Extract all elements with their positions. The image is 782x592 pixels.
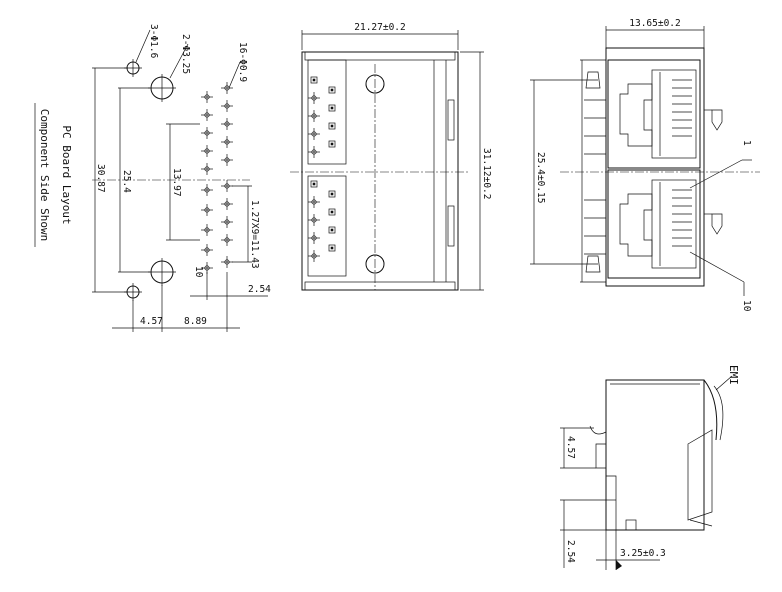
top-view: 21.27±0.2 31.12±0.2 [290, 22, 492, 291]
pin-column-left [200, 90, 214, 275]
pin-1-label: 1 [741, 140, 752, 146]
dim-top-height: 31.12±0.2 [481, 148, 492, 199]
pin-10-label: 10 [741, 300, 752, 312]
hole-label-small: 16-Φ0.9 [237, 42, 248, 82]
side-view: EMI 4.57 2.54 3.25±0.3 [560, 365, 740, 570]
pin-column-right [220, 81, 234, 269]
pcb-layout-view: PC Board Layout Component Side Shown 3-Φ… [34, 24, 271, 332]
front-view-tails [584, 99, 606, 255]
dim-row-spacing: 2.54 [248, 284, 271, 295]
dim-pitch: 1.27X9=11.43 [249, 200, 260, 269]
dim-offset-a: 4.57 [140, 316, 163, 327]
dim-side-upper: 4.57 [565, 436, 576, 459]
side-view-body [605, 379, 705, 531]
top-view-body [301, 51, 459, 291]
dim-inner-span: 13.97 [171, 168, 182, 197]
dim-top-width: 21.27±0.2 [354, 22, 405, 33]
dim-overall-height: 30.87 [95, 164, 106, 193]
dim-side-lower: 2.54 [565, 540, 576, 563]
dim-tail: 3.25±0.3 [620, 548, 666, 559]
pcb-subtitle: Component Side Shown [38, 109, 51, 241]
dim-hole-span: 25.4 [121, 170, 132, 193]
hole-label-large: 3-Φ1.6 [148, 24, 159, 59]
dim-front-depth: 13.65±0.2 [629, 18, 680, 29]
jack-contacts [672, 79, 692, 247]
pcb-title: PC Board Layout [60, 125, 73, 224]
dim-offset-b: 8.89 [184, 316, 207, 327]
front-view: 13.65±0.2 [530, 18, 760, 312]
front-view-body [605, 47, 705, 287]
hole-label-mid: 2-Φ3.25 [180, 34, 191, 74]
top-view-contacts [307, 76, 336, 263]
pin-label: 10 [193, 266, 204, 278]
emi-label: EMI [727, 365, 740, 385]
dim-post-spacing: 25.4±0.15 [535, 152, 546, 203]
